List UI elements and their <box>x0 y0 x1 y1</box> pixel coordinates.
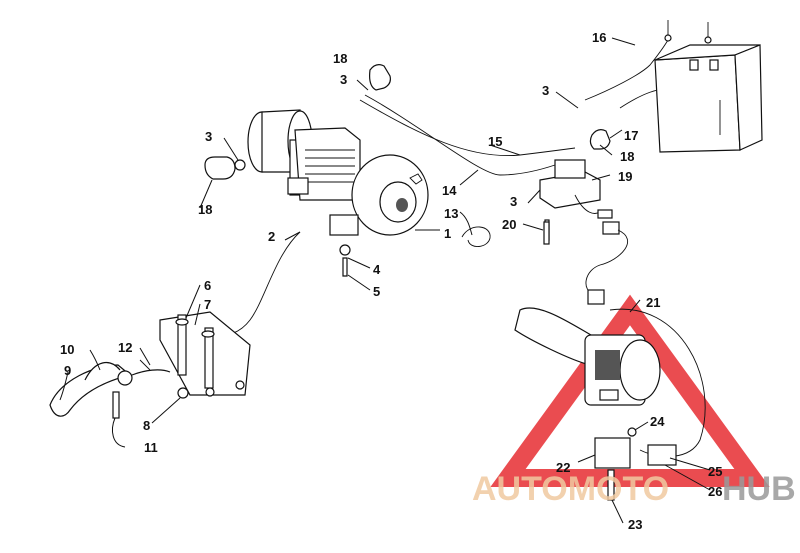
release-lever <box>49 359 189 419</box>
label-part-11: 11 <box>144 440 158 455</box>
label-part-21: 21 <box>646 295 660 310</box>
label-part-3-solenoid: 3 <box>510 194 517 209</box>
label-part-9: 9 <box>64 363 71 378</box>
label-part-3-top: 3 <box>340 72 347 87</box>
handlebar-switch <box>514 307 706 501</box>
label-part-23: 23 <box>628 517 642 532</box>
watermark-logo <box>490 294 770 487</box>
label-part-18-left: 18 <box>198 202 212 217</box>
terminal-boot-top <box>369 64 391 91</box>
watermark-automoto: AUTOMOTO <box>472 470 669 508</box>
label-part-7: 7 <box>204 297 211 312</box>
watermark-text: AUTOMOTO HUB <box>472 470 796 508</box>
label-part-20: 20 <box>502 217 516 232</box>
label-part-4: 4 <box>373 262 381 277</box>
label-part-6: 6 <box>204 278 211 293</box>
winch-assembly <box>247 109 429 236</box>
power-cable-15 <box>359 99 576 157</box>
cable-clamp <box>461 226 491 247</box>
label-part-16: 16 <box>592 30 606 45</box>
label-part-18-battery: 18 <box>620 149 634 164</box>
label-part-26: 26 <box>708 484 722 499</box>
terminal-boot-battery <box>589 129 611 150</box>
label-part-24: 24 <box>650 414 665 429</box>
battery-cable-16 <box>584 39 669 101</box>
terminal-boot-left <box>204 156 236 180</box>
label-part-25: 25 <box>708 464 722 479</box>
label-part-13: 13 <box>444 206 458 221</box>
label-part-2: 2 <box>268 229 275 244</box>
label-part-15: 15 <box>488 134 502 149</box>
label-part-18-top: 18 <box>333 51 347 66</box>
bolt-20 <box>543 221 550 245</box>
watermark-hub: HUB <box>722 470 796 508</box>
part-labels: 1 2 3 3 3 3 4 5 6 7 8 9 10 11 12 13 14 1… <box>60 30 722 532</box>
leader-lines <box>59 37 711 524</box>
label-part-10: 10 <box>60 342 74 357</box>
label-part-14: 14 <box>442 183 457 198</box>
label-part-5: 5 <box>373 284 380 299</box>
label-part-22: 22 <box>556 460 570 475</box>
power-cable-14 <box>364 94 556 176</box>
label-part-3-battery: 3 <box>542 83 549 98</box>
label-part-12: 12 <box>118 340 132 355</box>
connector-cable <box>585 221 629 305</box>
solenoid <box>539 159 613 241</box>
label-part-8: 8 <box>143 418 150 433</box>
mount-bracket <box>159 311 251 397</box>
winch-hardware <box>234 159 351 277</box>
label-part-19: 19 <box>618 169 632 184</box>
label-part-3-left: 3 <box>205 129 212 144</box>
label-part-17: 17 <box>624 128 638 143</box>
label-part-1: 1 <box>444 226 451 241</box>
battery <box>654 20 763 153</box>
